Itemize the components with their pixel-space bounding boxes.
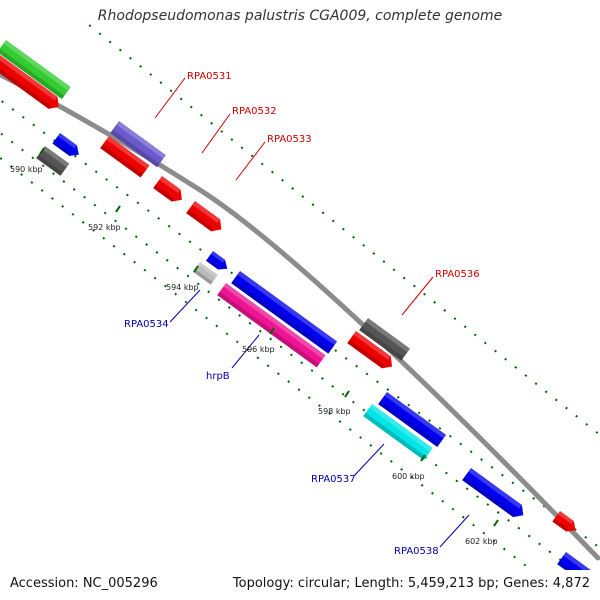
gene-label-RPA0532: RPA0532 xyxy=(232,106,277,117)
leader-RPA0538 xyxy=(439,514,470,548)
leader-hrpB xyxy=(231,334,260,369)
tick-mark-7 xyxy=(493,519,499,527)
gene-gray-1 xyxy=(36,146,70,176)
gene-red-5 xyxy=(347,331,393,369)
leader-RPA0533 xyxy=(235,141,266,181)
accession-label: Accession: NC_005296 xyxy=(10,576,158,591)
leader-RPA0537 xyxy=(353,443,385,477)
tick-mark-4 xyxy=(269,327,275,335)
tick-label-596: 596 kbp xyxy=(242,345,275,354)
label-leaders xyxy=(154,77,470,548)
tick-mark-2 xyxy=(115,205,121,213)
tick-mark-5 xyxy=(344,390,350,398)
tick-mark-1 xyxy=(39,147,45,155)
leader-RPA0531 xyxy=(154,77,186,119)
tick-mark-6 xyxy=(420,454,426,462)
gene-red-4 xyxy=(186,201,222,232)
tick-label-602: 602 kbp xyxy=(465,537,498,546)
gene-red-3 xyxy=(153,176,182,202)
gene-label-RPA0533: RPA0533 xyxy=(267,134,312,145)
gene-label-RPA0534: RPA0534 xyxy=(124,319,169,330)
gene-blue-4 xyxy=(378,392,447,448)
dash-track-4 xyxy=(0,156,533,570)
gene-red-2 xyxy=(100,136,150,178)
gene-magenta-hrpB xyxy=(217,283,326,368)
gene-blue-1 xyxy=(52,133,79,156)
tick-label-600: 600 kbp xyxy=(392,472,425,481)
gene-blue-2 xyxy=(205,251,228,270)
gene-label-RPA0537: RPA0537 xyxy=(311,474,356,485)
tick-label-590: 590 kbp xyxy=(10,165,43,174)
gene-gray-RPA0536 xyxy=(359,318,411,361)
gene-label-RPA0536: RPA0536 xyxy=(435,269,480,280)
leader-RPA0532 xyxy=(201,113,231,154)
gene-red-6 xyxy=(552,511,576,532)
dash-track-1 xyxy=(83,22,600,436)
leader-RPA0534 xyxy=(169,289,201,323)
genome-backbone xyxy=(0,71,600,561)
tick-label-598: 598 kbp xyxy=(318,407,351,416)
map-title: Rhodopseudomonas palustris CGA009, compl… xyxy=(97,8,503,24)
tick-label-592: 592 kbp xyxy=(88,223,121,232)
gene-lightgray-1 xyxy=(192,262,218,285)
gene-label-RPA0531: RPA0531 xyxy=(187,71,232,82)
gene-blue-6 xyxy=(557,552,599,570)
gene-label-hrpB: hrpB xyxy=(206,371,230,382)
tick-label-594: 594 kbp xyxy=(166,283,199,292)
gene-label-RPA0538: RPA0538 xyxy=(394,546,439,557)
gene-cyan-RPA0537 xyxy=(363,404,433,461)
gene-blue-3 xyxy=(231,271,338,354)
gene-purple-RPA0531 xyxy=(110,121,166,168)
tick-marks xyxy=(39,147,499,527)
gene-green-1 xyxy=(0,40,71,100)
gene-features xyxy=(0,40,599,570)
gene-red-1 xyxy=(0,55,59,109)
gene-blue-5 xyxy=(462,468,524,518)
topology-label: Topology: circular; Length: 5,459,213 bp… xyxy=(232,576,590,591)
leader-RPA0536 xyxy=(401,276,434,316)
tick-mark-3 xyxy=(193,265,199,273)
